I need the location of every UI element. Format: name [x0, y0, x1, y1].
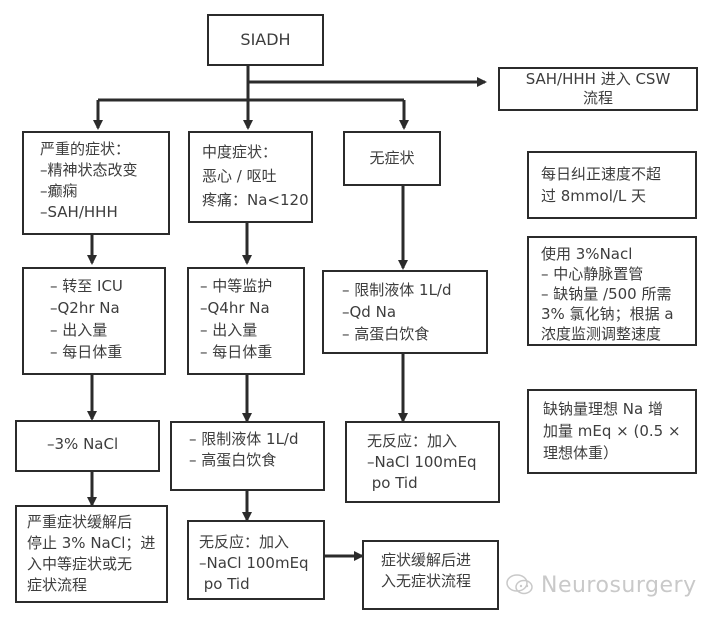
none-noresp-line-3: po Tid	[367, 474, 418, 492]
none-monitor-item-2: –Qd Na	[342, 303, 397, 321]
note-1-line-2: 过 8mmol/L 天	[541, 187, 647, 205]
none-header-box: 无症状	[343, 131, 441, 186]
severe-end-line-4: 症状流程	[27, 576, 88, 594]
moderate-monitor-item-4: – 每日体重	[200, 343, 273, 361]
note-2-line-2: – 中心静脉置管	[541, 265, 644, 283]
siadh-box: SIADH	[207, 14, 324, 66]
note-2-line-4: 3% 氯化钠；根据 a	[541, 305, 674, 323]
none-header-title: 无症状	[369, 149, 415, 167]
note-2-line-1: 使用 3%Nacl	[541, 245, 633, 263]
severe-header-title: 严重的症状：	[40, 140, 131, 158]
moderate-noresp-box: 无反应：加入 –NaCl 100mEq po Tid	[187, 520, 325, 600]
note-3-line-1: 缺钠量理想 Na 增	[543, 400, 663, 418]
severe-treat-item-1: –3% NaCl	[47, 435, 119, 453]
severe-monitor-box: – 转至 ICU –Q2hr Na – 出入量 – 每日体重	[22, 267, 166, 375]
note-3-line-3: 理想体重）	[543, 444, 619, 462]
csw-box: SAH/HHH 进入 CSW 流程	[498, 67, 698, 111]
moderate-treat-item-2: – 高蛋白饮食	[189, 451, 277, 469]
note-3pct-nacl: 使用 3%Nacl – 中心静脉置管 – 缺钠量 /500 所需 3% 氯化钠；…	[527, 236, 697, 346]
severe-monitor-item-1: – 转至 ICU	[50, 277, 123, 295]
severe-header-item-2: –癫痫	[40, 182, 78, 200]
moderate-monitor-item-3: – 出入量	[200, 321, 258, 339]
watermark: Neurosurgery	[505, 572, 697, 598]
note-3-line-2: 加量 mEq × (0.5 ×	[543, 422, 681, 440]
severe-header-box: 严重的症状： –精神状态改变 –癫痫 –SAH/HHH	[22, 131, 170, 235]
none-monitor-box: – 限制液体 1L/d –Qd Na – 高蛋白饮食	[322, 270, 488, 354]
severe-header-item-1: –精神状态改变	[40, 161, 138, 179]
none-noresp-line-2: –NaCl 100mEq	[367, 453, 477, 471]
severe-monitor-item-4: – 每日体重	[50, 343, 123, 361]
wechat-icon	[506, 574, 533, 595]
moderate-monitor-item-2: –Q4hr Na	[200, 299, 270, 317]
severe-header-item-3: –SAH/HHH	[40, 203, 118, 221]
moderate-header-item-2: 疼痛：Na<120	[202, 191, 309, 209]
watermark-text: Neurosurgery	[541, 572, 697, 598]
severe-end-line-1: 严重症状缓解后	[27, 513, 133, 531]
none-noresp-box: 无反应：加入 –NaCl 100mEq po Tid	[345, 421, 500, 503]
note-1-line-1: 每日纠正速度不超	[541, 165, 662, 183]
severe-treat-box: –3% NaCl	[15, 420, 160, 472]
none-monitor-item-3: – 高蛋白饮食	[342, 325, 430, 343]
note-correction-rate: 每日纠正速度不超 过 8mmol/L 天	[527, 151, 697, 219]
moderate-header-title: 中度症状：	[202, 143, 278, 161]
severe-end-line-2: 停止 3% NaCl；进	[27, 534, 156, 552]
moderate-monitor-item-1: – 中等监护	[200, 277, 273, 295]
severe-monitor-item-2: –Q2hr Na	[50, 299, 120, 317]
none-noresp-line-1: 无反应：加入	[367, 432, 458, 450]
csw-line-2: 流程	[582, 89, 613, 107]
moderate-header-item-1: 恶心 / 呕吐	[202, 167, 277, 185]
moderate-noresp-line-2: –NaCl 100mEq	[199, 554, 309, 572]
severe-end-line-3: 入中等症状或无	[27, 555, 133, 573]
moderate-noresp-line-1: 无反应：加入	[199, 533, 290, 551]
note-2-line-5: 浓度监测调整速度	[541, 325, 662, 343]
moderate-end-line-1: 症状缓解后进	[381, 551, 472, 569]
moderate-treat-item-1: – 限制液体 1L/d	[189, 430, 299, 448]
moderate-header-box: 中度症状： 恶心 / 呕吐 疼痛：Na<120	[188, 131, 313, 223]
note-2-line-3: – 缺钠量 /500 所需	[541, 285, 672, 303]
csw-line-1: SAH/HHH 进入 CSW	[525, 70, 671, 88]
severe-monitor-item-3: – 出入量	[50, 321, 108, 339]
siadh-label: SIADH	[240, 30, 291, 49]
moderate-treat-box: – 限制液体 1L/d – 高蛋白饮食	[170, 421, 325, 491]
moderate-noresp-line-3: po Tid	[199, 575, 250, 593]
none-monitor-item-1: – 限制液体 1L/d	[342, 281, 452, 299]
moderate-end-box: 症状缓解后进 入无症状流程	[362, 540, 499, 610]
moderate-monitor-box: – 中等监护 –Q4hr Na – 出入量 – 每日体重	[187, 267, 305, 375]
note-sodium-deficit: 缺钠量理想 Na 增 加量 mEq × (0.5 × 理想体重）	[527, 389, 697, 474]
severe-end-box: 严重症状缓解后 停止 3% NaCl；进 入中等症状或无 症状流程	[15, 505, 168, 603]
moderate-end-line-2: 入无症状流程	[381, 572, 472, 590]
